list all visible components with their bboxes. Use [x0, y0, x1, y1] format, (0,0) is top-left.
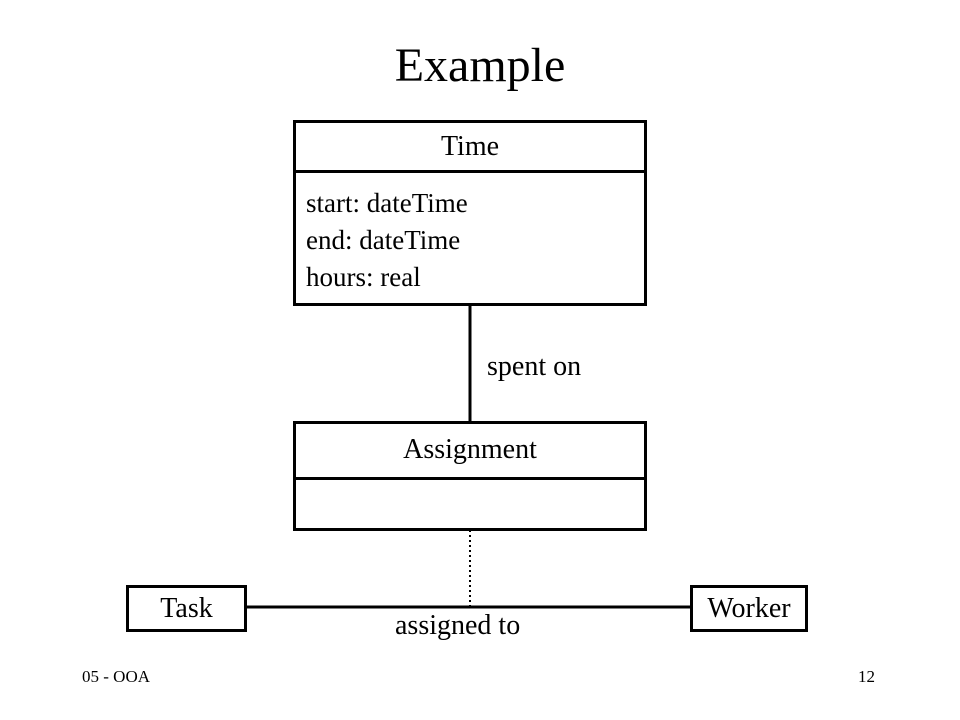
worker-class-box: Worker: [690, 585, 808, 632]
footer-left-label: 05 - OOA: [82, 667, 150, 686]
time-attribute: end: dateTime: [306, 225, 461, 255]
assignment-class-box: Assignment: [293, 421, 647, 531]
time-attribute: start: dateTime: [306, 188, 468, 218]
task-class-box: Task: [126, 585, 247, 632]
assigned-to-label: assigned to: [395, 610, 521, 641]
slide-title: Example: [394, 39, 566, 92]
time-class-box: Time start: dateTime end: dateTime hours…: [293, 120, 647, 306]
time-class-name: Time: [296, 123, 644, 173]
assignment-class-name: Assignment: [296, 424, 644, 480]
spent-on-label: spent on: [487, 351, 582, 382]
time-attributes: start: dateTime end: dateTime hours: rea…: [296, 173, 644, 296]
page-number: 12: [858, 667, 875, 686]
time-attribute: hours: real: [306, 262, 421, 292]
